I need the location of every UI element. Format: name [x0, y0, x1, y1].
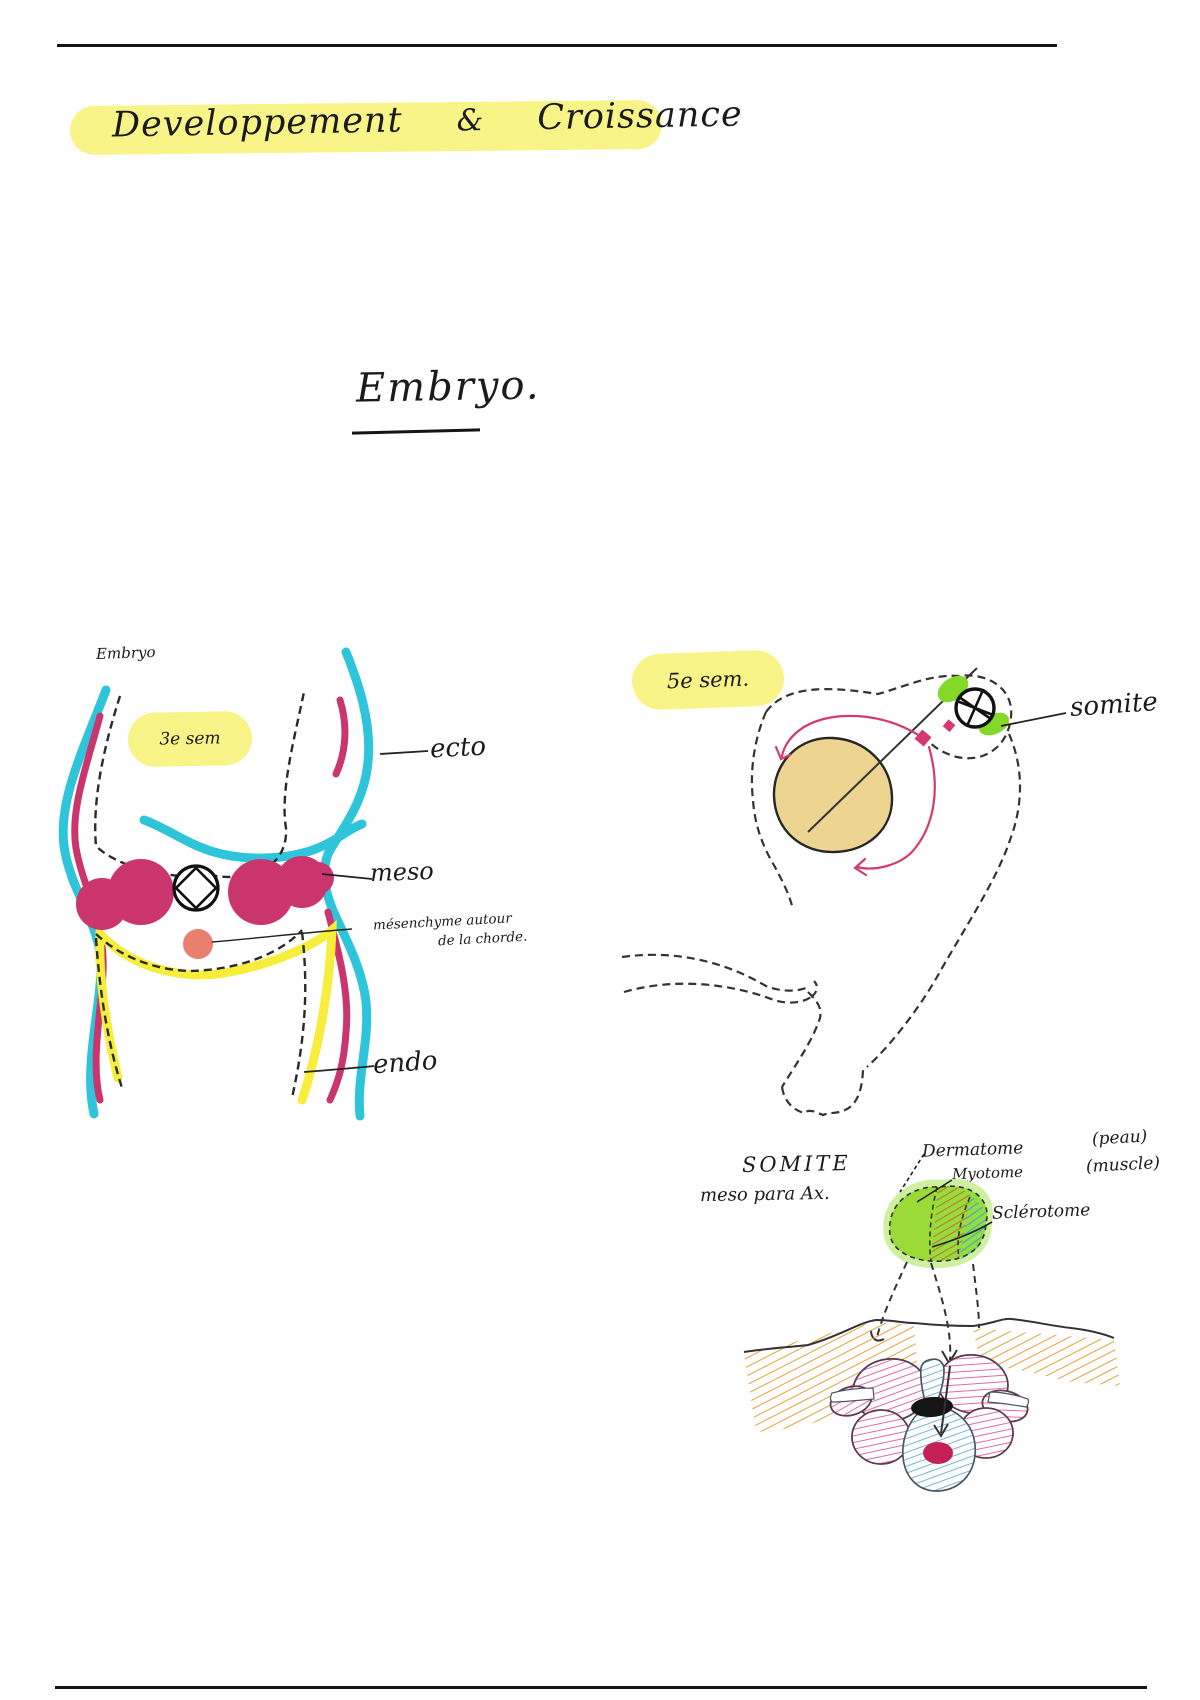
neural-canal-oval [911, 1396, 953, 1418]
vertebra-inner-arrow [933, 1365, 951, 1438]
embryo-5th-week-drawing [621, 667, 1067, 1117]
section-heading-underline [351, 428, 481, 435]
mesenchyme-salmon-dot [183, 929, 213, 959]
somite-pointer-line [1000, 712, 1067, 727]
skin-layer [743, 1317, 1120, 1432]
vertebra-section [829, 1354, 1029, 1492]
endoderm-yellow-line [95, 919, 337, 1105]
label-ecto: ecto [429, 731, 487, 765]
title-ampersand: & [456, 103, 484, 139]
label-meso: meso [369, 856, 435, 888]
title-word-1: Developpement [111, 100, 403, 146]
somite-blob [883, 1179, 994, 1269]
embryo-body-outline [621, 674, 1022, 1117]
neural-tube-wheel [172, 864, 220, 912]
primitive-node-squares [914, 719, 956, 747]
top-rule [57, 44, 1057, 47]
title-word-2: Croissance [536, 94, 744, 139]
mesoderm-blobs [76, 856, 334, 930]
neural-tube-wheel-head [954, 687, 996, 729]
neural-tube-vertebral-body [829, 1358, 1029, 1492]
dermatome-zone [889, 1186, 938, 1261]
bottom-rule [55, 1686, 1147, 1689]
rotation-arrows [774, 714, 936, 877]
somite-differentiation-drawing [743, 1153, 1120, 1492]
label-somite: somite [1069, 686, 1159, 724]
section-heading: Embryo. [355, 362, 541, 412]
notochord-oval [923, 1442, 953, 1464]
yolk-sac [772, 736, 894, 854]
left-diagram-pointer-lines [211, 750, 429, 1073]
label-endo: endo [372, 1045, 439, 1081]
somite-label-pointers [899, 1153, 993, 1248]
myotome-zone [931, 1186, 971, 1261]
embryo-cross-section-drawing [58, 647, 429, 1121]
